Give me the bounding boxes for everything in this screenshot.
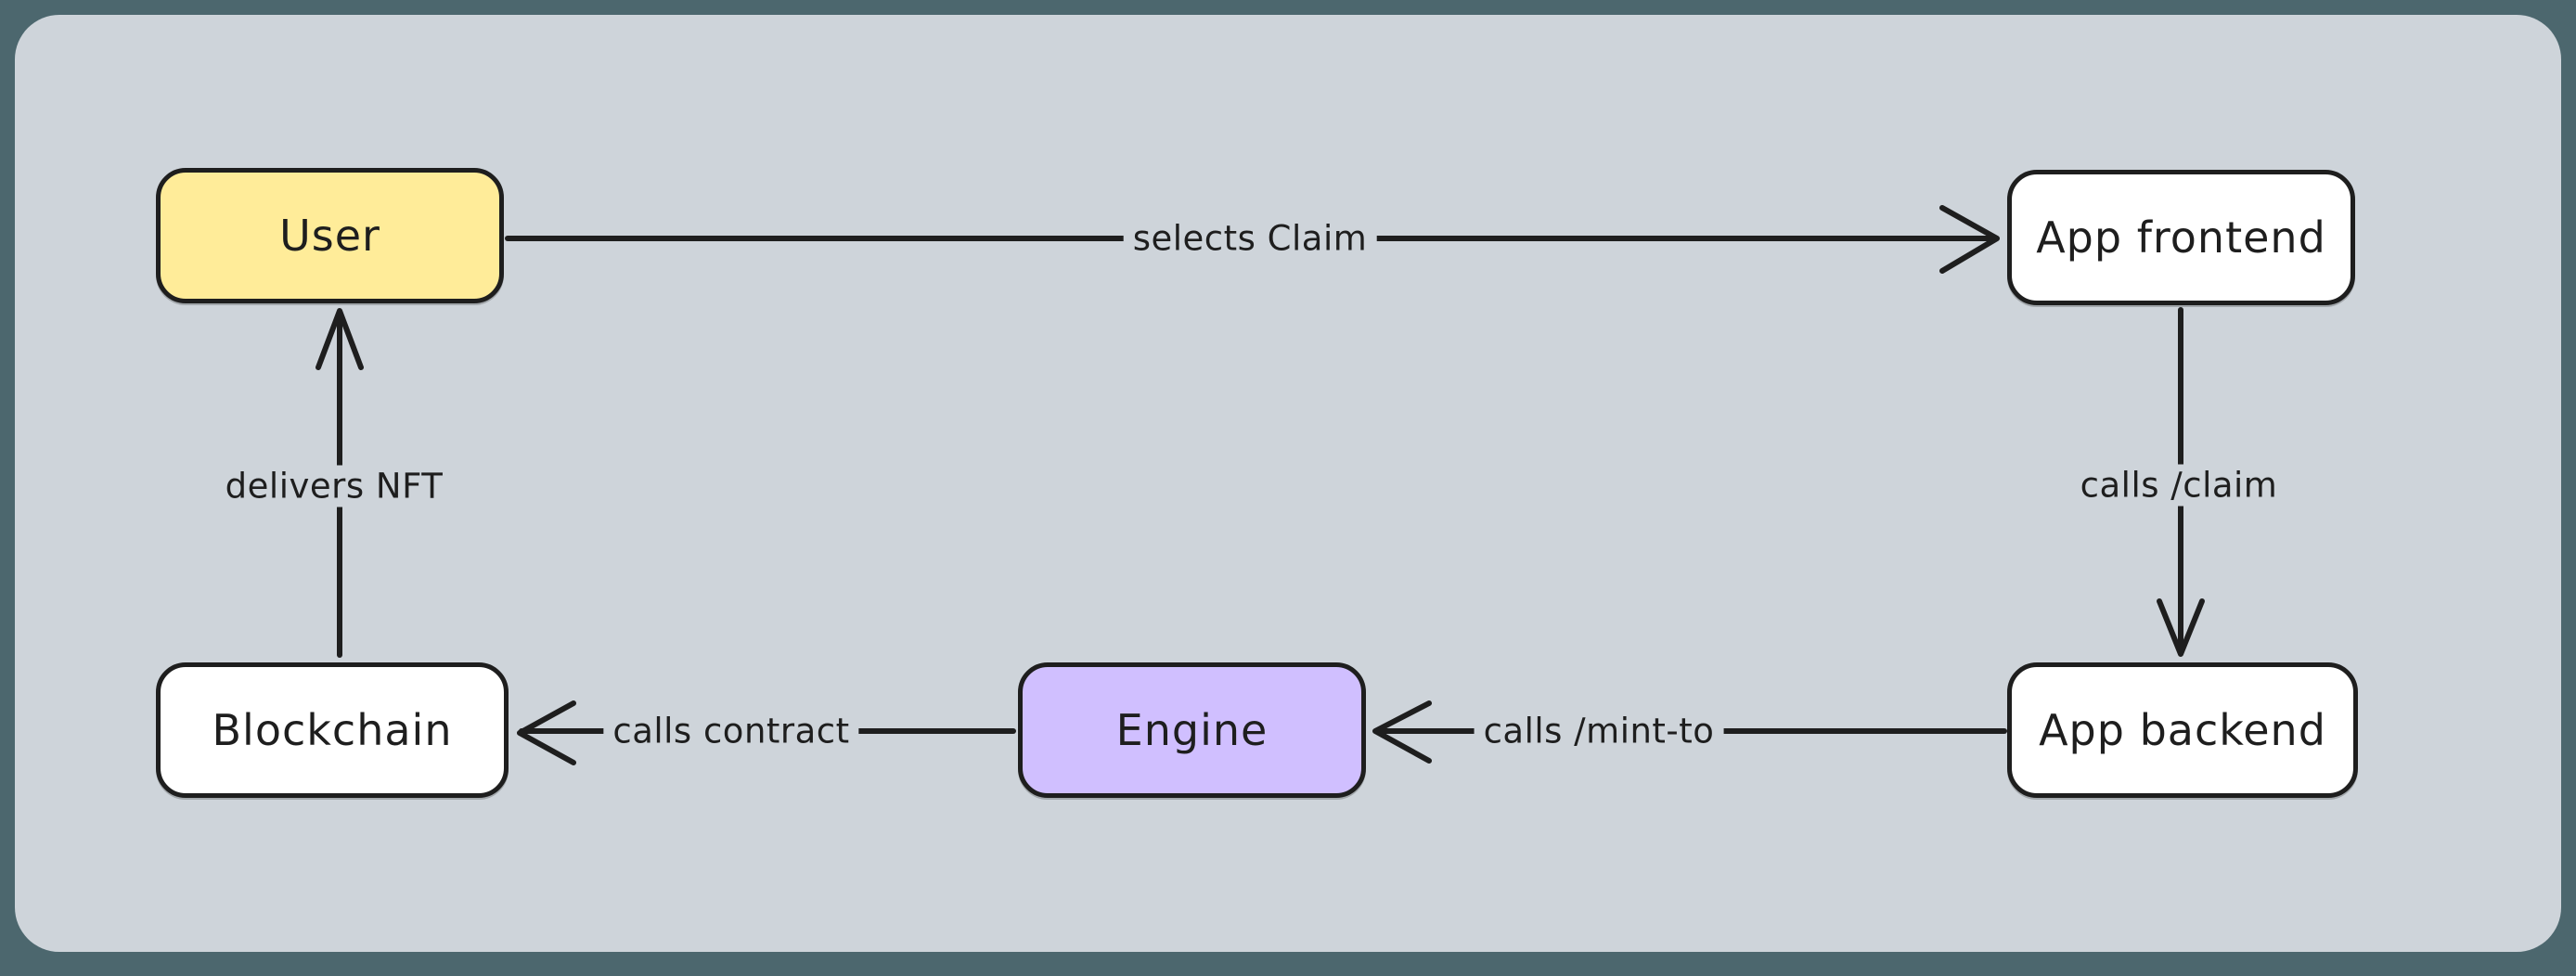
- node-user[interactable]: User: [156, 168, 504, 303]
- edge-label-calls-claim[interactable]: calls /claim: [2070, 464, 2287, 507]
- node-app-backend-label: App backend: [2039, 705, 2326, 755]
- node-user-label: User: [279, 211, 380, 261]
- edge-label-calls-mint-to[interactable]: calls /mint-to: [1474, 710, 1724, 752]
- edge-label-calls-contract[interactable]: calls contract: [603, 710, 859, 752]
- node-blockchain-label: Blockchain: [212, 705, 453, 755]
- node-engine[interactable]: Engine: [1018, 662, 1366, 798]
- node-app-backend[interactable]: App backend: [2007, 662, 2358, 798]
- node-blockchain[interactable]: Blockchain: [156, 662, 509, 798]
- node-app-frontend[interactable]: App frontend: [2007, 170, 2355, 305]
- edge-label-selects-claim[interactable]: selects Claim: [1123, 217, 1377, 260]
- node-app-frontend-label: App frontend: [2036, 212, 2326, 263]
- node-engine-label: Engine: [1115, 705, 1269, 755]
- edge-label-delivers-nft[interactable]: delivers NFT: [215, 465, 453, 507]
